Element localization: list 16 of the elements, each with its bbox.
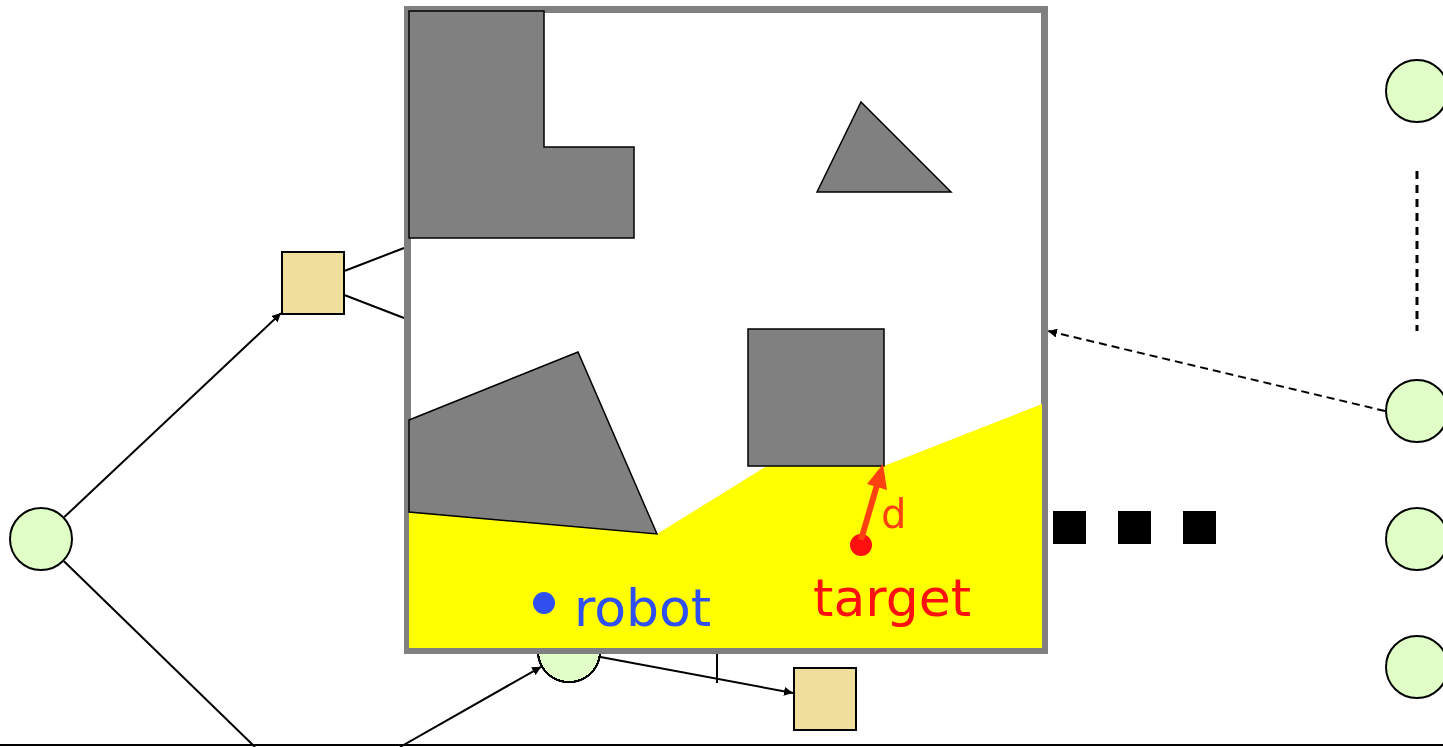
state-circle xyxy=(1385,635,1443,699)
tree-line xyxy=(344,247,405,272)
action-square xyxy=(793,667,857,731)
robot-label: robot xyxy=(574,582,712,634)
action-square xyxy=(281,251,345,315)
tree-line xyxy=(344,294,405,319)
dashed-arrow xyxy=(1047,328,1386,412)
state-circle xyxy=(1385,59,1443,123)
state-circle xyxy=(1385,507,1443,571)
tree-line xyxy=(62,560,256,747)
arrow xyxy=(599,655,794,696)
distance-label: d xyxy=(881,494,907,534)
state-circle xyxy=(1385,379,1443,443)
state-circle xyxy=(9,507,73,571)
arrow xyxy=(63,312,282,519)
tree-line xyxy=(716,653,718,684)
